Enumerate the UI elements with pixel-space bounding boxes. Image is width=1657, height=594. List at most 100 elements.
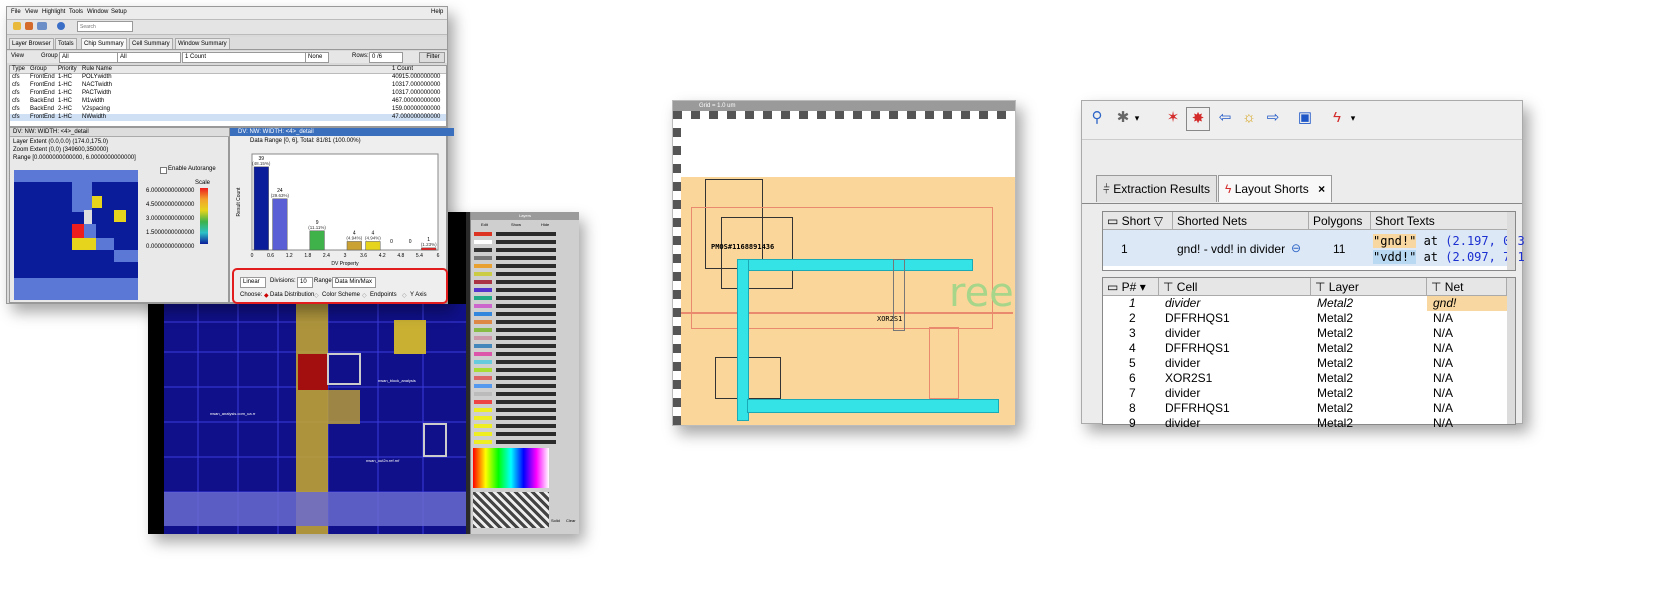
layer-row[interactable]	[474, 344, 574, 349]
close-icon[interactable]: ×	[1318, 182, 1326, 196]
divisions-input[interactable]: 10	[297, 277, 313, 288]
col-net[interactable]: ⊤ Net	[1427, 278, 1507, 296]
tab-cell-summary[interactable]: Cell Summary	[129, 38, 173, 49]
tab-extraction-results[interactable]: ⫩ Extraction Results	[1096, 175, 1217, 202]
none-select[interactable]: None	[305, 52, 329, 63]
col-rule-name[interactable]: Rule Name	[82, 66, 113, 72]
radio-icon[interactable]: ◇	[314, 293, 319, 299]
layer-row[interactable]	[474, 256, 574, 261]
col-short-texts[interactable]: Short Texts	[1371, 212, 1515, 230]
layer-row[interactable]	[474, 368, 574, 373]
lightning-icon[interactable]: ϟ	[1333, 109, 1341, 126]
option-endpoints[interactable]: Endpoints	[370, 292, 397, 298]
filter-button[interactable]: Filter	[419, 52, 445, 63]
sun-icon[interactable]: ☼	[1242, 109, 1256, 126]
option-y-axis[interactable]: Y Axis	[410, 292, 427, 298]
info-icon[interactable]	[57, 22, 65, 30]
solid-button[interactable]: Solid	[551, 518, 560, 523]
open-icon[interactable]	[13, 22, 21, 30]
layer-row[interactable]	[474, 232, 574, 237]
layers-show-button[interactable]: Show	[511, 222, 522, 227]
search-input[interactable]	[77, 21, 133, 32]
previous-arrow-icon[interactable]: ⇦	[1218, 109, 1232, 126]
tab-layer-browser[interactable]: Layer Browser	[9, 38, 54, 49]
heatmap[interactable]	[14, 170, 138, 300]
layer-row[interactable]	[474, 304, 574, 309]
layer-row[interactable]	[474, 408, 574, 413]
tab-totals[interactable]: Totals	[55, 38, 77, 49]
chevron-down-icon[interactable]: ▾	[1134, 113, 1140, 123]
col-polygons[interactable]: Polygons	[1309, 212, 1371, 230]
filter-icon[interactable]: ⚲	[1091, 109, 1103, 126]
layer-row[interactable]	[474, 384, 574, 389]
layers-edit-button[interactable]: Edit	[481, 222, 488, 227]
col-group[interactable]: Group	[30, 66, 47, 72]
menu-setup[interactable]: Setup	[111, 9, 127, 15]
report-icon[interactable]: ▣	[1297, 109, 1313, 126]
layer-row[interactable]	[474, 320, 574, 325]
layer-row[interactable]	[474, 360, 574, 365]
layers-hide-button[interactable]: Hide	[541, 222, 550, 227]
tab-window-summary[interactable]: Window Summary	[175, 38, 230, 49]
layer-row[interactable]	[474, 392, 574, 397]
layer-row[interactable]	[474, 328, 574, 333]
menu-view[interactable]: View	[25, 9, 38, 15]
layer-row[interactable]	[474, 424, 574, 429]
layer-row[interactable]	[474, 400, 574, 405]
rows-input[interactable]: 0 /6	[369, 52, 403, 63]
menu-highlight[interactable]: Highlight	[42, 9, 66, 15]
scale-select[interactable]: Linear	[240, 277, 266, 288]
layer-row[interactable]	[474, 264, 574, 269]
layer-row[interactable]	[474, 376, 574, 381]
short-highlight-icon[interactable]: ✶	[1166, 109, 1180, 126]
autorange-checkbox[interactable]	[160, 167, 167, 174]
col-pnum[interactable]: ▭ P# ▾	[1103, 278, 1159, 296]
filter-select[interactable]: All	[117, 52, 181, 63]
menu-file[interactable]: File	[11, 9, 21, 15]
table-row[interactable]: 1 gnd! - vdd! in divider ⊖ 11 "gnd!" at …	[1103, 230, 1525, 266]
layer-row[interactable]	[474, 240, 574, 245]
stipple-palette[interactable]	[473, 492, 549, 528]
scrollbar[interactable]	[1507, 212, 1515, 270]
col-layer[interactable]: ⊤ Layer	[1311, 278, 1427, 296]
scrollbar[interactable]	[1507, 278, 1515, 424]
col-shorted-nets[interactable]: Shorted Nets	[1173, 212, 1309, 230]
chevron-down-icon[interactable]: ▾	[1350, 113, 1356, 123]
layer-row[interactable]	[474, 432, 574, 437]
col-priority[interactable]: Priority	[58, 66, 77, 72]
col-short[interactable]: ▭ Short ▽	[1103, 212, 1173, 230]
count-select[interactable]: 1 Count	[182, 52, 306, 63]
col-count[interactable]: 1 Count	[392, 66, 414, 72]
layout-area[interactable]: PMOS#1168891436 XOR2S1 ree	[681, 177, 1015, 425]
radio-icon[interactable]: ◇	[362, 293, 367, 299]
short-select-icon[interactable]: ✸	[1186, 107, 1210, 131]
tab-chip-summary[interactable]: Chip Summary	[81, 38, 127, 49]
zoom-icon[interactable]	[37, 22, 47, 30]
edit-icon[interactable]	[25, 22, 33, 30]
layer-row[interactable]	[474, 248, 574, 253]
layer-row[interactable]	[474, 352, 574, 357]
option-data-distribution[interactable]: Data Distribution	[270, 292, 315, 298]
col-cell[interactable]: ⊤ Cell	[1159, 278, 1311, 296]
menu-help[interactable]: Help	[431, 9, 444, 15]
layer-row[interactable]	[474, 416, 574, 421]
next-arrow-icon[interactable]: ⇨	[1266, 109, 1280, 126]
color-palette[interactable]	[473, 448, 549, 488]
layer-row[interactable]	[474, 336, 574, 341]
layer-row[interactable]	[474, 288, 574, 293]
option-color-scheme[interactable]: Color Scheme	[322, 292, 361, 298]
clear-button[interactable]: Clear	[566, 518, 576, 523]
menu-tools[interactable]: Tools	[69, 9, 84, 15]
radio-icon[interactable]: ◇	[402, 293, 407, 299]
highlight-icon[interactable]: ✱	[1116, 109, 1130, 126]
